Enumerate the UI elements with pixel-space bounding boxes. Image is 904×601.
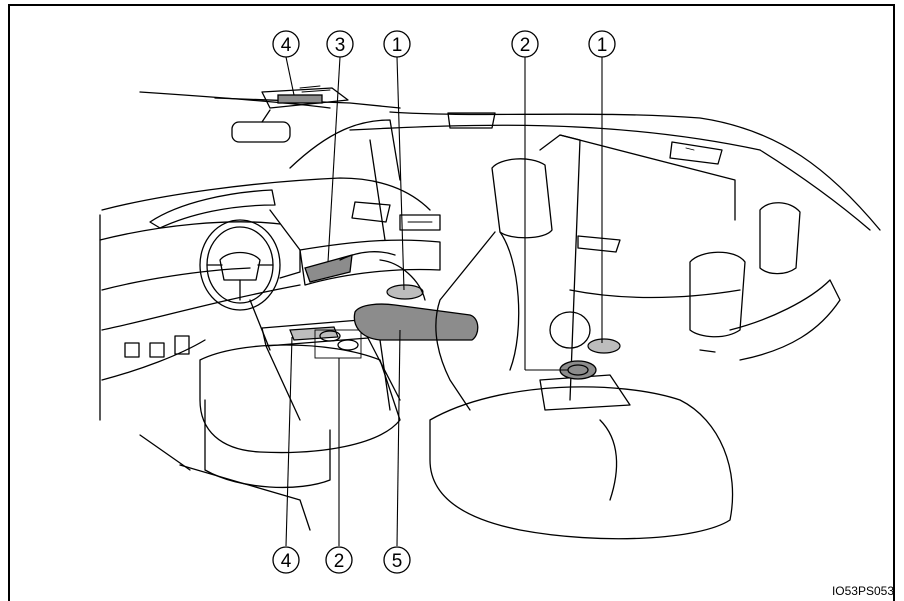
leader-1-front (397, 57, 404, 290)
callout-3-top-label: 3 (335, 35, 346, 56)
callout-2-top: 2 (512, 31, 538, 57)
steering-wheel (200, 220, 280, 350)
leader-4-top (286, 57, 294, 95)
rear-seats (430, 203, 840, 539)
dashboard (100, 178, 440, 420)
callout-leaders (286, 57, 602, 546)
rear-console (540, 361, 630, 410)
glove-box (300, 240, 440, 285)
passenger-seat (436, 159, 552, 410)
callout-4-top-label: 4 (281, 35, 292, 56)
callout-2-top-label: 2 (520, 35, 531, 56)
callout-1a-top-label: 1 (392, 35, 403, 56)
callout-1b-top: 1 (589, 31, 615, 57)
callout-4-bottom-label: 4 (281, 551, 292, 572)
driver-seat (140, 345, 400, 530)
callout-2-bottom: 2 (326, 547, 352, 573)
callout-1a-top: 1 (384, 31, 410, 57)
rearview-mirror (232, 110, 290, 142)
callout-2-bottom-label: 2 (334, 551, 345, 572)
callout-3-top: 3 (327, 31, 353, 57)
figure-code: IO53PS053 (832, 584, 894, 598)
overhead-console (262, 86, 348, 108)
callout-4-top: 4 (273, 31, 299, 57)
roof-lines (140, 92, 880, 230)
callout-5-bottom: 5 (384, 547, 410, 573)
callout-4-bottom: 4 (273, 547, 299, 573)
leader-4-bottom (286, 337, 292, 546)
rear-door (550, 236, 740, 353)
callout-1b-top-label: 1 (597, 35, 608, 56)
front-door (340, 252, 425, 300)
leader-5 (397, 330, 400, 546)
pedals (125, 336, 189, 357)
grab-handles (448, 113, 722, 164)
callout-5-bottom-label: 5 (392, 551, 403, 572)
